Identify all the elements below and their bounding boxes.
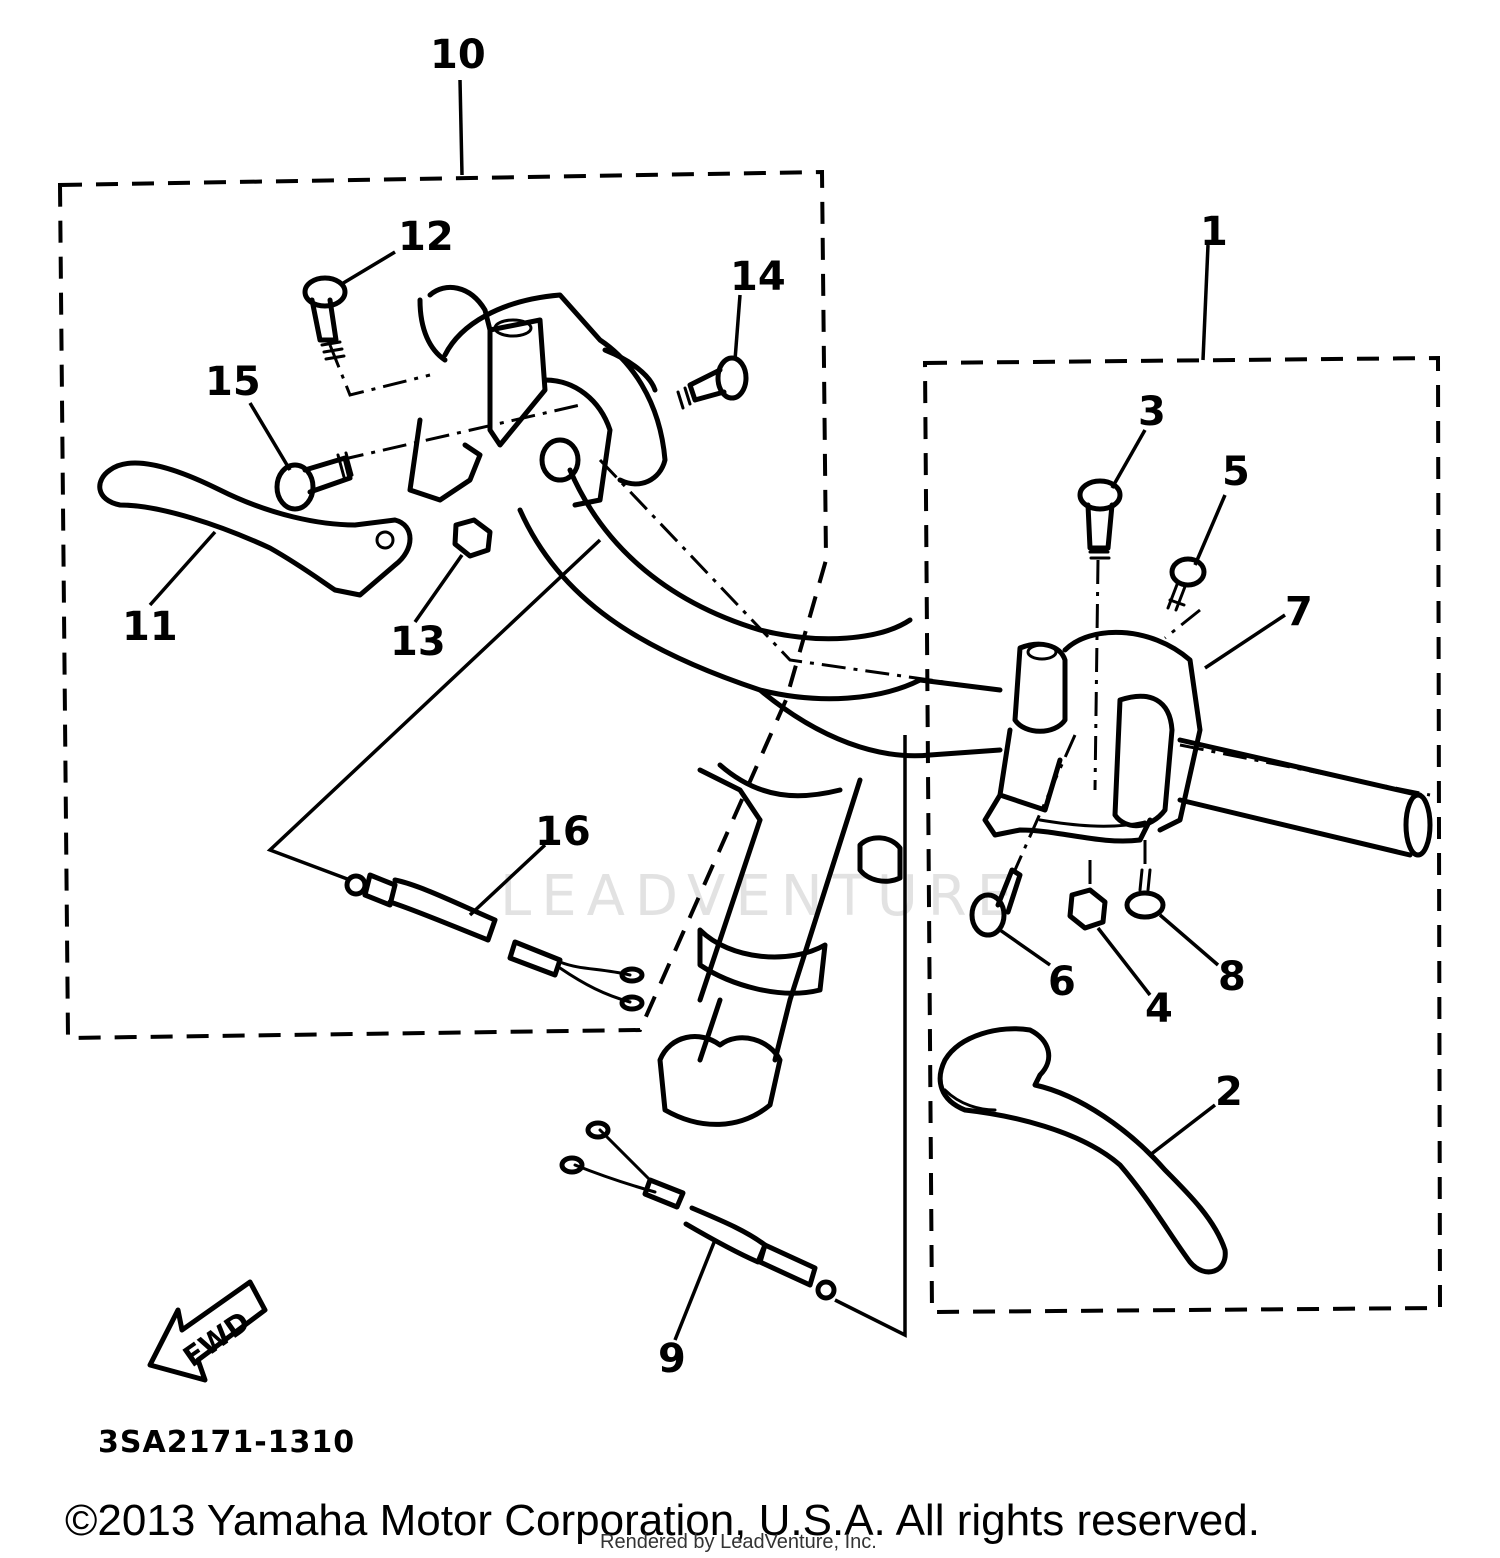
group-box-10	[57, 169, 829, 1041]
switch-16	[344, 872, 645, 1012]
group-box-1	[922, 355, 1443, 1315]
bolt-15	[274, 451, 354, 512]
watermark: LEADVENTURE	[500, 864, 1022, 929]
callout-leaders	[148, 79, 1286, 1341]
callout-2: 2	[1215, 1069, 1243, 1115]
steering-column	[657, 762, 903, 1127]
copyright-text: ©2013 Yamaha Motor Corporation, U.S.A. A…	[65, 1496, 1260, 1545]
callout-16: 16	[535, 809, 591, 855]
wire-bracket-16	[266, 538, 602, 882]
callout-9: 9	[658, 1336, 686, 1382]
alignment-line-right	[1013, 559, 1201, 890]
callout-11: 11	[122, 604, 178, 650]
handlebar	[517, 467, 1433, 858]
bolt-14	[676, 355, 749, 410]
callout-6: 6	[1048, 959, 1076, 1005]
wire-bracket-9	[834, 735, 907, 1338]
callout-15: 15	[205, 359, 261, 405]
callout-10: 10	[430, 32, 486, 78]
clutch-holder	[407, 285, 668, 508]
bolt-12	[302, 275, 348, 361]
bolt-6	[969, 867, 1023, 938]
bolt-3	[1077, 478, 1123, 560]
callout-12: 12	[398, 214, 454, 260]
nut-4	[1067, 887, 1108, 931]
callout-3: 3	[1138, 389, 1166, 435]
callout-5: 5	[1222, 449, 1250, 495]
fwd-label: FWD	[177, 1305, 256, 1374]
switch-9	[559, 1120, 837, 1301]
lever-11	[97, 460, 413, 598]
callout-1: 1	[1200, 209, 1228, 255]
nut-13	[452, 517, 493, 559]
fwd-arrow: FWD	[147, 1279, 268, 1383]
brake-holder-7	[982, 629, 1203, 844]
callout-14: 14	[730, 254, 786, 300]
callout-8: 8	[1218, 954, 1246, 1000]
callout-4: 4	[1145, 986, 1173, 1032]
alignment-line-left	[328, 344, 1431, 797]
callout-13: 13	[390, 619, 446, 665]
callout-7: 7	[1285, 589, 1313, 635]
screw-5	[1166, 556, 1207, 612]
figure-code: 3SA2171-1310	[98, 1425, 355, 1460]
rendered-by-text: Rendered by LeadVenture, Inc.	[600, 1531, 877, 1553]
lever-2	[937, 1026, 1228, 1275]
screw-8	[1124, 868, 1166, 920]
